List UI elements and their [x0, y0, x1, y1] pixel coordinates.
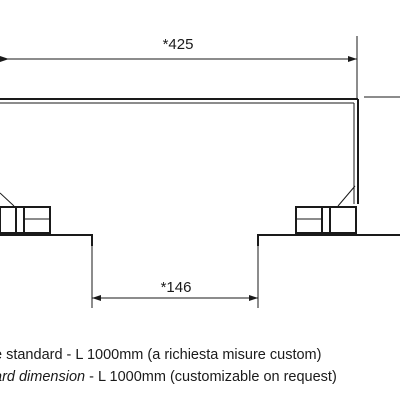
top-dimension-arrow-right	[348, 56, 357, 62]
cover-profile	[0, 96, 400, 204]
note-italian: e standard - L 1000mm (a richiesta misur…	[0, 347, 322, 363]
bottom-dimension-arrow-right	[249, 295, 258, 301]
right-floor-step	[257, 234, 400, 246]
left-support	[0, 192, 93, 246]
bottom-dimension: *146	[91, 246, 259, 308]
note-english-italic: ard dimension	[0, 369, 86, 385]
right-bracket-box	[295, 206, 357, 234]
note-english: ard dimension - L 1000mm (customizable o…	[0, 368, 337, 386]
left-floor-step	[0, 234, 93, 246]
bottom-dimension-arrow-left	[92, 295, 101, 301]
left-diagonal	[0, 192, 15, 207]
right-support	[257, 185, 400, 246]
bottom-dimension-label: *146	[161, 279, 192, 296]
technical-drawing: *425 *146	[0, 36, 400, 308]
note-english-rest: - L 1000mm (customizable on request)	[85, 369, 337, 385]
top-dimension-label: *425	[163, 36, 194, 53]
right-diagonal	[337, 185, 356, 207]
top-dimension: *425	[0, 36, 358, 99]
top-dimension-arrow-left	[0, 56, 9, 62]
